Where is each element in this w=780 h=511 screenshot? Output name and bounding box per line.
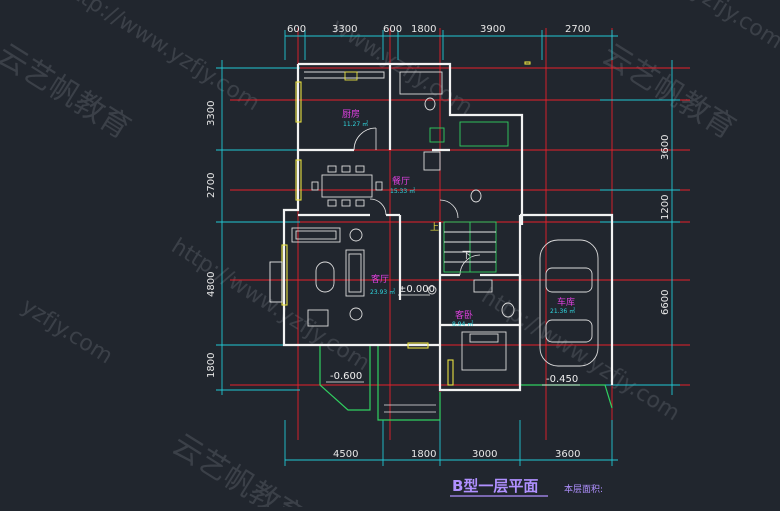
dining-area: 15.33 ㎡ — [390, 187, 415, 195]
floor-area-label: 本层面积: — [564, 483, 603, 495]
guest-name: 客卧 — [455, 309, 473, 321]
dim-top: 3900 — [480, 24, 505, 35]
dim-left: 3300 — [206, 101, 217, 126]
walls — [282, 62, 614, 392]
dim-left: 2700 — [206, 173, 217, 198]
living-area: 23.93 ㎡ — [370, 288, 395, 296]
kitchen-name: 厨房 — [342, 108, 360, 120]
watermark: http://www.yzfjy.com — [477, 284, 684, 426]
stair-up-label: 上 — [430, 222, 439, 233]
drawing-title: B型一层平面 — [452, 477, 538, 495]
dim-left: 1800 — [206, 353, 217, 378]
room-labels: 厨房 11.27 ㎡ 餐厅 15.33 ㎡ 客厅 23.93 ㎡ 客卧 8.94… — [342, 108, 575, 328]
kitchen-area: 11.27 ㎡ — [343, 120, 368, 128]
dim-right: 6600 — [660, 290, 671, 315]
guest-area: 8.94 ㎡ — [452, 320, 473, 328]
staircase — [443, 221, 497, 273]
dim-bottom: 3000 — [472, 449, 497, 460]
windows — [281, 61, 531, 386]
dim-top: 600 — [383, 24, 402, 35]
watermark: 云艺帆教育 — [596, 37, 742, 146]
level-garage: -0.450 — [546, 374, 578, 385]
level-floor: ±0.000 — [398, 284, 435, 295]
furniture — [269, 71, 599, 371]
dim-top: 3300 — [332, 24, 357, 35]
dimension-lines — [216, 30, 680, 466]
dim-bottom: 1800 — [411, 449, 436, 460]
watermark: 云艺帆教育 — [0, 37, 137, 146]
dim-bottom: 4500 — [333, 449, 358, 460]
watermark: 云艺帆教育 — [166, 427, 312, 507]
watermark: yzfjy.com — [17, 294, 117, 369]
stair-down-label: 下 — [462, 251, 471, 261]
watermark: http://www.yzfjy.com — [167, 234, 374, 376]
dim-top: 2700 — [565, 24, 590, 35]
dining-name: 餐厅 — [392, 175, 410, 187]
dim-top: 600 — [287, 24, 306, 35]
watermark: yzfjy.com — [687, 0, 780, 54]
dim-left: 4800 — [206, 272, 217, 297]
living-name: 客厅 — [371, 273, 389, 285]
level-porch: -0.600 — [330, 371, 362, 382]
garage-name: 车库 — [557, 296, 575, 308]
dimension-labels: 600 3300 600 1800 3900 2700 4500 1800 30… — [206, 24, 671, 460]
dim-right: 3600 — [660, 135, 671, 160]
dim-top: 1800 — [411, 24, 436, 35]
doors — [353, 127, 481, 276]
dim-right: 1200 — [660, 195, 671, 220]
dim-bottom: 3600 — [555, 449, 580, 460]
garage-area: 21.36 ㎡ — [550, 307, 575, 315]
level-marks: ±0.000 -0.600 -0.450 上 下 — [326, 222, 580, 386]
